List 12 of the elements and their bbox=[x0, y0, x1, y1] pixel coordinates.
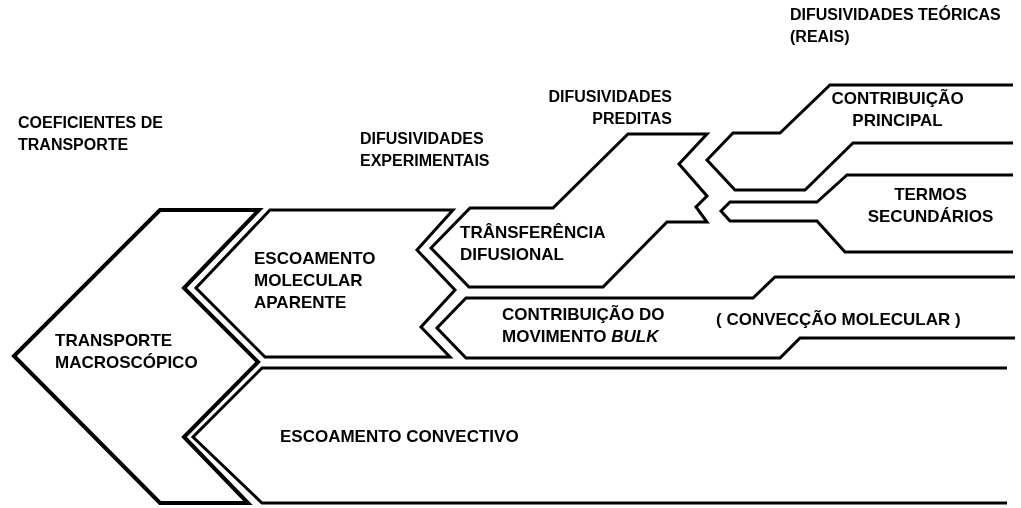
column-heading: DIFUSIVIDADES TEÓRICAS (REAIS) bbox=[790, 4, 1002, 47]
node-label: ESCOAMENTO MOLECULAR APARENTE bbox=[254, 248, 377, 314]
node-label: TRANSPORTE MACROSCÓPICO bbox=[55, 330, 199, 374]
node-label: TRÂNSFERÊNCIA DIFUSIONAL bbox=[460, 222, 606, 266]
node-label: CONTRIBUIÇÃO PRINCIPAL bbox=[830, 88, 965, 132]
column-heading: COEFICIENTES DE TRANSPORTE bbox=[18, 113, 164, 155]
node-label: TERMOS SECUNDÁRIOS bbox=[866, 184, 995, 228]
node-label: ESCOAMENTO CONVECTIVO bbox=[280, 426, 520, 448]
column-heading: DIFUSIVIDADES PREDITAS bbox=[547, 87, 672, 129]
column-heading: DIFUSIVIDADES EXPERIMENTAIS bbox=[360, 129, 491, 171]
node-label: ( CONVECÇÃO MOLECULAR ) bbox=[716, 309, 962, 331]
node-label: CONTRIBUIÇÃO DO MOVIMENTO BULK bbox=[502, 304, 666, 348]
